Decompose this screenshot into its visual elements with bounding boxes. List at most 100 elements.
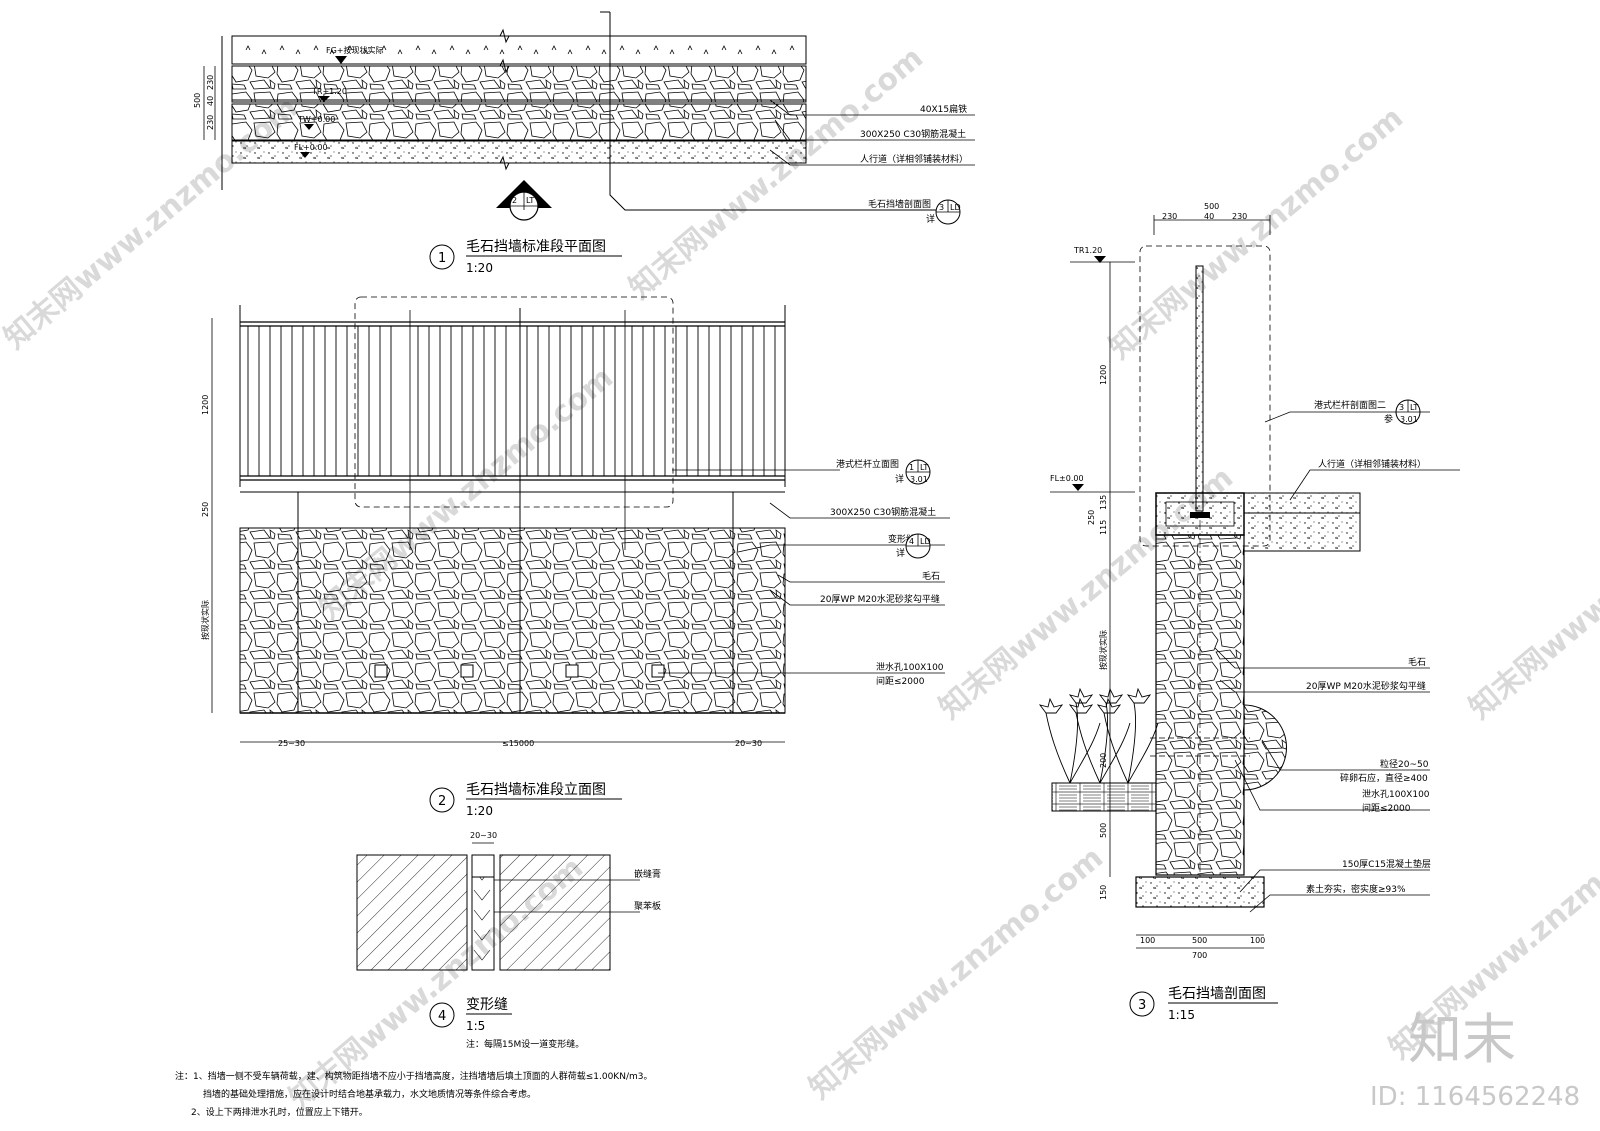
level-fl: FL+0.00	[294, 143, 328, 152]
note-1b: 挡墙的基础处理措施，应在设计时结合地基承载力，水文地质情况等条件综合考虑。	[203, 1088, 536, 1100]
callout-sidewalk: 人行道（详相邻铺装材料）	[860, 153, 968, 165]
rail-ref-page: 3.01	[910, 475, 928, 484]
level-tr: TR1.20	[1073, 246, 1102, 255]
callout-rail-sec: 港式栏杆剖面图二	[1314, 399, 1386, 411]
callout-weep: 泄水孔100X100	[1362, 788, 1430, 800]
section-title: 毛石挡墙剖面图	[1168, 986, 1266, 1002]
dim-left: 25~30	[278, 739, 305, 748]
dim-c2: 115	[1099, 520, 1108, 535]
note-2: 2、设上下两排泄水孔时，位置应上下错开。	[191, 1106, 368, 1118]
dim-h-500: 500	[1099, 823, 1108, 838]
elevation-scale: 1:20	[466, 804, 493, 818]
joint-ref-sheet: LD	[920, 537, 931, 546]
elevation-title-number: 2	[438, 794, 446, 809]
dim-b-total: 700	[1192, 951, 1207, 960]
dim-b3: 100	[1250, 936, 1265, 945]
dim-top-500: 500	[1204, 202, 1219, 211]
callout-detail: 详	[926, 213, 935, 225]
joint-scale: 1:5	[466, 1019, 485, 1033]
level-fg: FG+按现状实际	[326, 45, 384, 55]
dim-40: 40	[206, 96, 215, 106]
callout-section-ref: 毛石挡墙剖面图	[868, 198, 931, 210]
section-view: 500 230 40 230 1200 250 135 115 按现状实际	[1038, 202, 1460, 1022]
watermark-text: 知末网www.znzmo.com	[1463, 460, 1600, 726]
dim-h-rail: 1200	[1099, 365, 1108, 385]
dim-t1: 230	[1162, 212, 1177, 221]
dim-b1: 100	[1140, 936, 1155, 945]
dim-right: 20~30	[735, 739, 762, 748]
joint-detail: 20~30 嵌缝膏 聚苯板 4 变形缝 1:5 注：每隔15M设一道变形缝。	[356, 831, 661, 1050]
joint-sealant: 嵌缝膏	[634, 868, 661, 880]
joint-ref-num: 4	[909, 537, 914, 546]
callout-weep-spacing: 间距≤2000	[1362, 802, 1411, 814]
joint-note: 注：每隔15M设一道变形缝。	[466, 1038, 584, 1050]
level-tw: TW+0.00	[297, 115, 335, 124]
callout-mortar: 20厚WP M20水泥砂浆勾平缝	[1306, 680, 1426, 692]
note-1: 注：1、挡墙一侧不受车辆荷载，建、构筑物距挡墙不应小于挡墙高度，注挡墙墙后填土顶…	[175, 1070, 652, 1082]
elevation-view: 1200 250 按现状实际 25~30 ≤15000 20~30 港式栏杆立面…	[200, 296, 950, 818]
sec-rail-page: 3.01	[1400, 415, 1418, 424]
dim-500: 500	[193, 93, 202, 108]
ref-num: 3	[939, 203, 944, 212]
callout-grain: 粒径20~50	[1380, 758, 1429, 770]
callout-sidewalk: 人行道（详相邻铺装材料）	[1318, 458, 1426, 470]
callout-soil: 素土夯实，密实度≥93%	[1306, 883, 1406, 895]
dim-wall: 按现状实际	[200, 600, 210, 640]
callout-coping: 300X250 C30钢筋混凝土	[830, 506, 936, 518]
dim-span: ≤15000	[502, 739, 534, 748]
section-mark-sheet: LT	[526, 196, 534, 205]
joint-title-number: 4	[438, 1009, 446, 1024]
plan-view: 500 230 40 230 FG+按现状实际 TR+1.20 TW+0.00 …	[193, 11, 975, 275]
dim-230: 230	[206, 75, 215, 90]
sec-rail-sheet: LT	[1410, 403, 1418, 412]
callout-ref: 参	[1384, 413, 1393, 425]
brand-logo: 知末	[1408, 1008, 1516, 1071]
plan-scale: 1:20	[466, 261, 493, 275]
callout-joint-detail: 详	[896, 547, 905, 559]
section-title-number: 3	[1138, 998, 1146, 1013]
dim-h-wall: 按现状实际	[1098, 630, 1108, 670]
dim-h-150: 150	[1099, 885, 1108, 900]
dim-250: 250	[201, 502, 210, 517]
callout-flat-iron: 40X15扁铁	[920, 103, 967, 115]
brand-id: ID: 1164562248	[1370, 1082, 1580, 1112]
railing-bars	[247, 326, 776, 476]
dim-h-coping: 250	[1087, 510, 1096, 525]
general-notes: 注：1、挡墙一侧不受车辆荷载，建、构筑物距挡墙不应小于挡墙高度，注挡墙墙后填土顶…	[175, 1070, 652, 1118]
callout-bedding: 150厚C15混凝土垫层	[1342, 858, 1431, 870]
dim-t3: 230	[1232, 212, 1247, 221]
watermark-text: 知末网www.znzmo.com	[803, 840, 1110, 1106]
plant-symbol	[1096, 687, 1159, 784]
callout-weep: 泄水孔100X100	[876, 661, 944, 673]
dim-230: 230	[206, 115, 215, 130]
plan-title-number: 1	[438, 251, 446, 266]
rail-ref-num: 1	[909, 463, 914, 472]
dim-c1: 135	[1099, 495, 1108, 510]
dim-b2: 500	[1192, 936, 1207, 945]
rail-ref-sheet: LT	[920, 463, 928, 472]
sec-rail-num: 3	[1399, 403, 1404, 412]
callout-rail-elev: 港式栏杆立面图	[836, 458, 899, 470]
section-mark-num: 2	[512, 196, 517, 205]
joint-board: 聚苯板	[634, 900, 661, 912]
elevation-title: 毛石挡墙标准段立面图	[466, 782, 606, 798]
ref-sheet: LD	[950, 203, 961, 212]
plan-title: 毛石挡墙标准段平面图	[466, 239, 606, 255]
dim-h-200: 200	[1099, 753, 1108, 768]
callout-gravel: 碎卵石应，直径≥400	[1340, 772, 1428, 784]
dim-t2: 40	[1204, 212, 1214, 221]
joint-gap: 20~30	[470, 831, 497, 840]
watermark-text: 知末网www.znzmo.com	[1103, 100, 1410, 366]
callout-stone: 毛石	[922, 570, 940, 582]
section-scale: 1:15	[1168, 1008, 1195, 1022]
plant-symbol	[1068, 687, 1131, 784]
branding: 知末 ID: 1164562248	[1370, 1008, 1580, 1112]
plant-symbols	[1038, 687, 1159, 784]
callout-stone: 毛石	[1408, 656, 1426, 668]
joint-title: 变形缝	[466, 997, 508, 1013]
callout-mortar: 20厚WP M20水泥砂浆勾平缝	[820, 593, 940, 605]
dim-1200: 1200	[201, 395, 210, 415]
callout-rail-detail: 详	[895, 473, 904, 485]
callout-coping: 300X250 C30钢筋混凝土	[860, 128, 966, 140]
